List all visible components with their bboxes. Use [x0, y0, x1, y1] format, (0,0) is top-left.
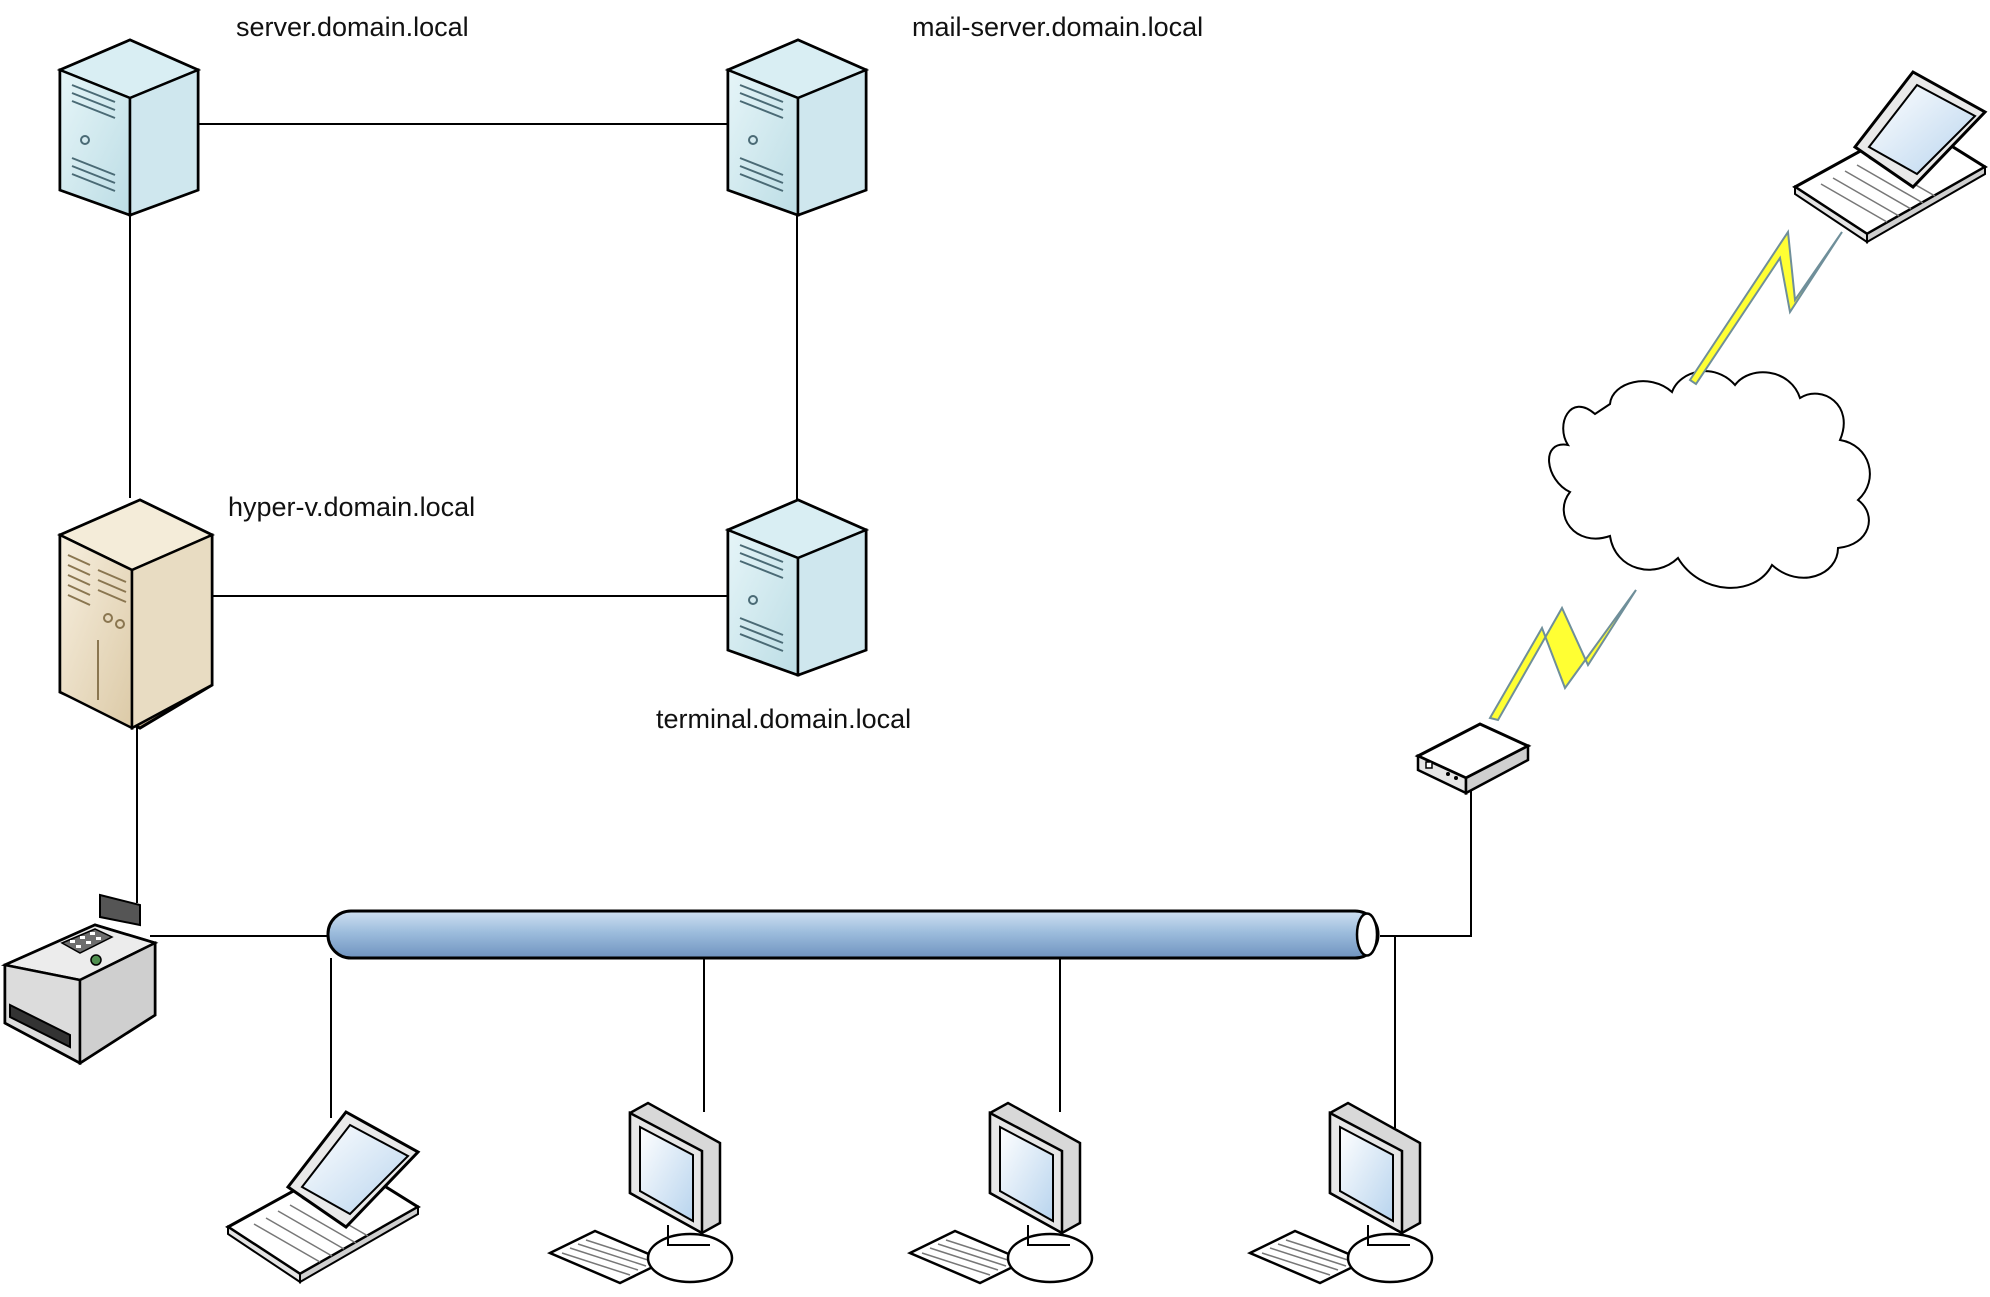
terminal-label: terminal.domain.local: [656, 704, 912, 734]
mainframe-server-icon: [57, 498, 215, 731]
ethernet-bus: [326, 909, 1380, 960]
cloud-icon: [1548, 370, 1871, 589]
server-label: server.domain.local: [236, 12, 469, 42]
workstation-3-node[interactable]: [1248, 1101, 1434, 1285]
connection-lines: [129, 123, 1472, 1128]
hyper-v-label: hyper-v.domain.local: [228, 492, 476, 522]
desktop-pc-icon: [1248, 1101, 1434, 1285]
lan-laptop-node[interactable]: [226, 1110, 420, 1284]
wireless-link-router-cloud: [1488, 589, 1637, 722]
router-icon: [1414, 722, 1532, 796]
workstation-1-node[interactable]: [548, 1101, 734, 1285]
laptop-icon: [1793, 70, 1987, 244]
link-bus-router: [1380, 790, 1472, 937]
tower-server-icon: [726, 498, 868, 677]
printer-node[interactable]: [0, 893, 159, 1066]
desktop-pc-icon: [548, 1101, 734, 1285]
desktop-pc-icon: [908, 1101, 1094, 1285]
server-node[interactable]: [58, 38, 200, 217]
mail-server-node[interactable]: [726, 38, 868, 217]
printer-fax-icon: [0, 893, 159, 1066]
mail-server-label: mail-server.domain.local: [912, 12, 1204, 42]
wireless-link-cloud-laptop: [1688, 229, 1843, 386]
tower-server-icon: [58, 38, 200, 217]
hyper-v-node[interactable]: [57, 498, 215, 731]
internet-node[interactable]: [1548, 370, 1871, 589]
router-node[interactable]: [1414, 722, 1532, 796]
laptop-icon: [226, 1110, 420, 1284]
terminal-node[interactable]: [726, 498, 868, 677]
workstation-2-node[interactable]: [908, 1101, 1094, 1285]
tower-server-icon: [726, 38, 868, 217]
remote-laptop-node[interactable]: [1793, 70, 1987, 244]
